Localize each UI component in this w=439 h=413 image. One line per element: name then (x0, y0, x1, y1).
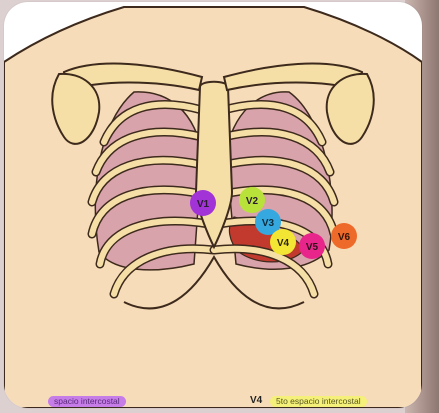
electrode-v4-label: V4 (277, 238, 290, 249)
electrode-v1-label: V1 (197, 199, 210, 210)
legend-left-chip: spacio intercostal (48, 396, 126, 407)
electrode-v5-label: V5 (306, 242, 319, 253)
diagram-card: V1 V2 V3 V4 V5 V6 spa (4, 2, 422, 408)
electrode-v5: V5 (299, 233, 325, 259)
electrode-v3-label: V3 (262, 218, 275, 229)
legend-v4-label: V4 (250, 392, 262, 408)
electrode-v4: V4 (270, 229, 296, 255)
legend-right-chip: 5to espacio intercostal (270, 396, 367, 407)
electrode-v1: V1 (190, 190, 216, 216)
electrode-v6: V6 (331, 223, 357, 249)
legend-bar: spacio intercostal V4 5to espacio interc… (4, 392, 422, 408)
electrode-v2-label: V2 (246, 196, 259, 207)
electrode-v2: V2 (239, 187, 265, 213)
electrode-v6-label: V6 (338, 232, 351, 243)
chest-diagram: V1 V2 V3 V4 V5 V6 (4, 2, 422, 408)
